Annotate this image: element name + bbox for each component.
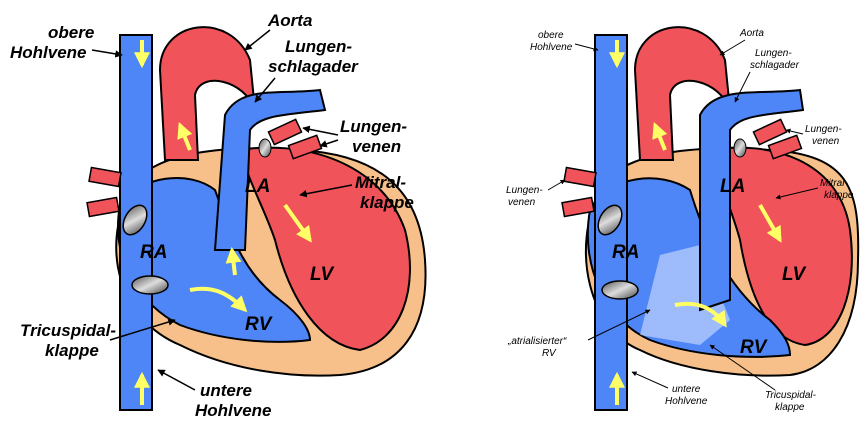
left-label-lv: LV xyxy=(310,264,335,285)
right-label-untere-2: Hohlvene xyxy=(665,396,708,407)
right-label-lv: LV xyxy=(782,264,807,285)
right-label-rv: RV xyxy=(740,337,768,358)
right-label-atrialisierter-2: RV xyxy=(542,348,557,359)
left-label-obere-2: Hohlvene xyxy=(10,43,87,62)
left-label-aorta: Aorta xyxy=(267,11,312,30)
right-label-lungenschlagader-2: schlagader xyxy=(750,60,800,71)
right-label-untere-1: untere xyxy=(672,384,701,395)
left-label-tricuspid-2: klappe xyxy=(45,341,99,360)
right-heart-diagram xyxy=(562,27,858,410)
right-label-lungenvenen-l-2: venen xyxy=(508,197,536,208)
left-label-la: LA xyxy=(245,176,270,197)
left-label-lungenvenen-1: Lungen- xyxy=(340,117,407,136)
right-label-lungenvenen-r-2: venen xyxy=(812,136,840,147)
left-label-ra: RA xyxy=(140,242,167,263)
right-label-tricuspid-2: klappe xyxy=(775,402,805,413)
left-heart-diagram xyxy=(87,27,426,410)
left-label-obere-1: obere xyxy=(48,23,94,42)
right-label-la: LA xyxy=(720,176,745,197)
left-label-lungenschlagader-2: schlagader xyxy=(268,57,359,76)
right-label-atrialisierter-1: „atrialisierter“ xyxy=(507,336,567,347)
left-label-untere-2: Hohlvene xyxy=(195,401,272,420)
right-label-aorta: Aorta xyxy=(739,28,764,39)
right-label-lungenvenen-r-1: Lungen- xyxy=(805,124,842,135)
left-label-lungenschlagader-1: Lungen- xyxy=(285,37,352,56)
left-label-untere-1: untere xyxy=(200,381,252,400)
right-label-lungenschlagader-1: Lungen- xyxy=(755,48,792,59)
right-label-obere-2: Hohlvene xyxy=(530,42,573,53)
right-label-mitral-2: klappe xyxy=(824,190,854,201)
left-label-tricuspid-1: Tricuspidal- xyxy=(20,321,116,340)
left-label-mitral-2: klappe xyxy=(360,193,414,212)
left-label-mitral-1: Mitral- xyxy=(355,173,406,192)
right-label-lungenvenen-l-1: Lungen- xyxy=(506,185,543,196)
left-label-lungenvenen-2: venen xyxy=(352,137,401,156)
right-label-obere-1: obere xyxy=(538,30,564,41)
right-label-mitral-1: Mitral- xyxy=(820,178,848,189)
right-label-ra: RA xyxy=(612,242,639,263)
left-label-rv: RV xyxy=(245,314,273,335)
right-label-tricuspid-1: Tricuspidal- xyxy=(765,390,817,401)
